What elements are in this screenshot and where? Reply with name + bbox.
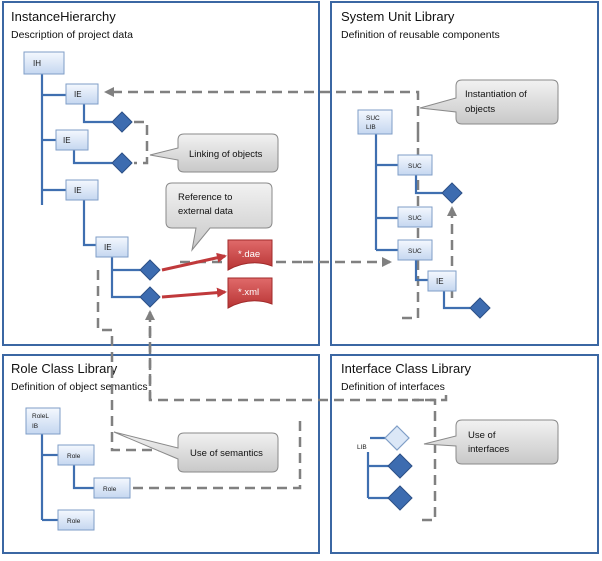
panel-subtitle: Definition of interfaces [341,381,445,393]
suc-box-3: SUC [397,239,433,261]
svg-text:*.xml: *.xml [238,287,259,298]
ih-element-box-3: IE [65,179,99,201]
svg-text:IE: IE [74,186,82,195]
interface-diamond-icon [387,453,413,479]
interface-diamond-icon [111,152,133,174]
role-box-2: Role [93,477,131,499]
suc-tree-lines [374,132,470,310]
callout-instantiation: Instantiation of objects [419,79,559,125]
file-xml: *.xml [227,277,273,309]
dashed-connectors [96,87,457,522]
file-reference-arrows [161,252,227,299]
svg-text:LIB: LIB [357,444,367,451]
svg-text:SUC: SUC [408,163,422,170]
panel-subtitle: Description of project data [11,29,133,41]
panel-title: Role Class Library [11,361,118,376]
suc-box-2: SUC [397,206,433,228]
suc-box-1: SUC [397,154,433,176]
svg-text:interfaces: interfaces [468,444,509,455]
file-dae: *.dae [227,239,273,271]
panel-system-unit-library: System Unit Library Definition of reusab… [330,1,599,346]
panel-subtitle: Definition of object semantics [11,381,148,393]
interface-diamonds [384,425,413,511]
callout-linking: Linking of objects [149,133,279,173]
svg-text:IE: IE [74,90,82,99]
interface-diamond-icon [139,259,161,281]
suc-element-box: IE [427,270,457,292]
svg-text:RoleL: RoleL [32,413,49,420]
role-tree-lines [40,432,94,522]
ih-root-box: IH [23,51,65,75]
ih-element-box-1: IE [65,83,99,105]
callout-semantics: Use of semantics [113,431,279,473]
svg-text:IE: IE [63,136,71,145]
svg-text:IH: IH [33,59,41,68]
role-root-box: RoleL IB [25,407,61,435]
instantiation-link [104,87,420,132]
svg-text:Instantiation of: Instantiation of [465,89,527,100]
svg-text:Linking of objects: Linking of objects [189,149,263,160]
svg-text:SUC: SUC [408,248,422,255]
panel-title: InstanceHierarchy [11,9,116,24]
svg-text:Role: Role [67,453,81,460]
interface-tree-lines [366,436,390,500]
svg-text:SUC: SUC [366,115,380,122]
role-box-1: Role [57,444,95,466]
svg-text:Role: Role [67,518,81,525]
callout-interfaces: Use of interfaces [423,419,559,465]
panel-title: Interface Class Library [341,361,472,376]
svg-text:Use of: Use of [468,430,496,441]
svg-text:*.dae: *.dae [238,249,260,260]
instantiation-link-down [400,132,420,320]
svg-text:IE: IE [436,277,444,286]
svg-text:Reference to: Reference to [178,192,232,203]
panel-subtitle: Definition of reusable components [341,29,500,41]
role-link [96,270,170,452]
svg-text:SUC: SUC [408,215,422,222]
interface-diamond-icon [469,297,491,319]
svg-text:IE: IE [104,243,112,252]
svg-text:external data: external data [178,206,234,217]
svg-text:objects: objects [465,104,495,115]
svg-text:Role: Role [103,486,117,493]
panel-title: System Unit Library [341,9,455,24]
svg-text:IB: IB [32,423,38,430]
ih-element-box-2: IE [55,129,89,151]
linking-link [134,120,149,165]
role-box-3: Role [57,509,95,531]
callout-reference: Reference to external data [165,182,273,252]
interface-diamond-icon [139,286,161,308]
ih-tree-lines [40,70,140,299]
suc-diamonds [441,182,491,319]
interface-class-diamond-icon [384,425,410,451]
ih-element-box-4: IE [95,236,129,258]
svg-text:Use of semantics: Use of semantics [190,448,263,459]
suc-root-box: SUC LIB [357,109,393,135]
interface-diamond-icon [387,485,413,511]
interface-diamond-icon [111,111,133,133]
interface-root-label: LIB [357,444,367,451]
interface-diamond-icon [441,182,463,204]
svg-text:LIB: LIB [366,124,376,131]
ih-diamonds [111,111,161,308]
